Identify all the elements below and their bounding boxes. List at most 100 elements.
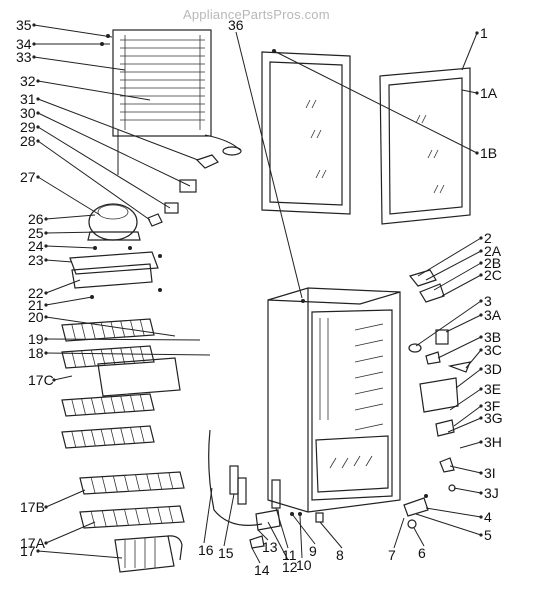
callout-arrow	[479, 515, 483, 519]
callout-leader-line	[465, 349, 482, 369]
callout-arrow	[44, 291, 48, 295]
callout-leader-line	[37, 550, 123, 559]
callout-label: 29	[20, 119, 36, 135]
callout-arrow	[479, 367, 483, 371]
callout-label: 9	[309, 543, 317, 559]
callout-leader-line	[447, 417, 482, 433]
callout-leader-line	[393, 517, 405, 549]
callout-label: 28	[20, 133, 36, 149]
callout-arrow	[475, 91, 479, 95]
callout-label: 15	[218, 545, 234, 561]
callout-arrow	[479, 313, 483, 317]
callout-label: 8	[336, 547, 344, 563]
callout-arrow	[479, 471, 483, 475]
callout-label: 17A	[20, 535, 46, 551]
wire-shelf	[79, 471, 185, 495]
callout-arrow	[36, 175, 40, 179]
callout-label: 3B	[484, 329, 501, 345]
callout-leader-line	[445, 314, 482, 333]
callout-arrow	[44, 351, 48, 355]
callout-leader-line	[415, 513, 482, 536]
callout-label: 18	[28, 345, 44, 361]
callout-label: 3G	[484, 410, 503, 426]
callout-arrow	[479, 335, 483, 339]
callout-leader-line	[37, 126, 171, 209]
callout-leader-line	[437, 336, 482, 359]
callout-leader-line	[251, 547, 261, 564]
callout-label: 2B	[484, 255, 501, 271]
callout-arrow	[32, 42, 36, 46]
callout-arrow	[36, 97, 40, 101]
wire-shelf	[61, 318, 155, 342]
callout-label: 3F	[484, 398, 500, 414]
callout-leader-line	[45, 352, 211, 356]
callout-leader-line	[33, 24, 113, 38]
callout-leader-line	[417, 237, 482, 277]
callout-label: 13	[262, 539, 278, 555]
callout-label: 12	[282, 559, 298, 575]
callout-label: 32	[20, 73, 36, 89]
callout-label: 26	[28, 211, 44, 227]
callout-arrow	[36, 139, 40, 143]
callout-leader-line	[45, 214, 96, 220]
callout-arrow	[44, 231, 48, 235]
callout-label: 1B	[480, 145, 497, 161]
callout-leader-line	[433, 262, 482, 291]
callout-leader-line	[319, 521, 343, 549]
callout-label: 31	[20, 91, 36, 107]
callout-label: 2A	[484, 243, 502, 259]
callout-leader-line	[425, 250, 482, 281]
callout-label: 14	[254, 562, 270, 578]
callout-leader-line	[415, 300, 482, 347]
callout-leader-line	[257, 529, 269, 541]
callout-leader-line	[413, 527, 425, 547]
callout-leader-line	[45, 489, 86, 508]
callout-label: 2	[484, 230, 492, 246]
callout-leader-line	[453, 487, 482, 494]
callout-label: 19	[28, 331, 44, 347]
callout-label: 30	[20, 105, 36, 121]
callout-arrow	[44, 217, 48, 221]
callout-label: 3I	[484, 465, 496, 481]
callout-arrow	[479, 416, 483, 420]
cabinet	[267, 287, 401, 513]
callout-arrow	[44, 303, 48, 307]
door-assembly	[379, 67, 471, 225]
callout-leader-line	[45, 338, 201, 341]
callout-label: 3J	[484, 485, 499, 501]
callout-label: 3D	[484, 361, 502, 377]
callout-label: 1	[480, 25, 488, 41]
callout-arrow	[36, 125, 40, 129]
callout-label: 35	[16, 17, 32, 33]
callout-arrow	[475, 31, 479, 35]
callout-label: 3	[484, 293, 492, 309]
callout-label: 1A	[480, 85, 498, 101]
callout-arrow	[36, 111, 40, 115]
callout-leader-line	[267, 521, 289, 561]
callout-arrow	[479, 236, 483, 240]
callout-arrow	[475, 151, 479, 155]
callout-arrow	[36, 79, 40, 83]
callout-label: 3E	[484, 381, 501, 397]
callout-arrow	[479, 491, 483, 495]
callout-label: 27	[20, 169, 36, 185]
callout-label: 25	[28, 225, 44, 241]
wire-shelf	[61, 345, 155, 369]
callout-arrow	[479, 440, 483, 444]
callout-arrow	[44, 541, 48, 545]
callout-label: 4	[484, 509, 492, 525]
callout-leader-line	[45, 259, 73, 263]
callout-leader-line	[291, 513, 316, 545]
callout-arrow	[44, 337, 48, 341]
callout-leader-line	[45, 521, 96, 544]
callout-label: 36	[228, 17, 244, 33]
callout-leader-line	[459, 441, 482, 449]
callout-label: 3A	[484, 307, 502, 323]
callout-arrow	[479, 404, 483, 408]
callout-leader-line	[37, 80, 151, 101]
callout-label: 5	[484, 527, 492, 543]
callout-leader-line	[37, 98, 199, 161]
callout-label: 20	[28, 309, 44, 325]
callout-leader-line	[53, 375, 73, 381]
callout-leader-line	[235, 31, 303, 299]
